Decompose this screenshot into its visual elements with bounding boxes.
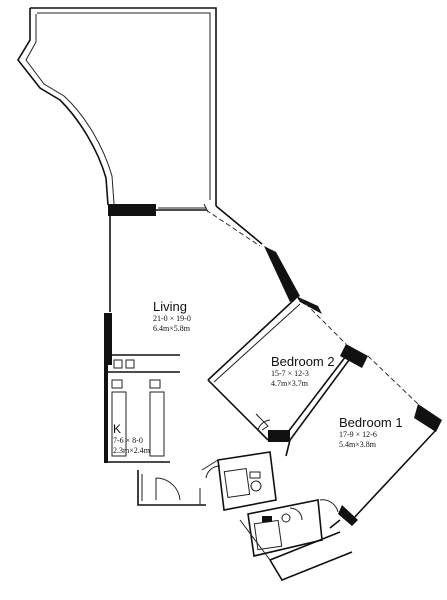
- living-room-imperial: 21-0 × 19-0: [153, 314, 191, 323]
- entry: [137, 470, 206, 506]
- balcony-door: [158, 203, 209, 213]
- living-room-name: Living: [153, 299, 187, 314]
- living-room-label: Living 21-0 × 19-0 6.4m×5.8m: [153, 299, 191, 334]
- bedroom2-walls: [207, 297, 347, 442]
- kitchen-metric: 2.3m×2.4m: [113, 446, 150, 455]
- living-walls: [109, 205, 437, 521]
- bedroom2-name: Bedroom 2: [271, 354, 335, 369]
- kitchen-name: K: [113, 422, 122, 436]
- bedroom2-label: Bedroom 2 15-7 × 12-3 4.7m×3.7m: [271, 354, 335, 389]
- living-room-metric: 6.4m×5.8m: [153, 324, 190, 333]
- balcony: [17, 7, 217, 206]
- bathroom-upper: [201, 451, 277, 511]
- bedroom1-imperial: 17-9 × 12-6: [339, 430, 377, 439]
- bedroom1-name: Bedroom 1: [339, 415, 403, 430]
- bedroom1-walls: [285, 355, 353, 529]
- bedroom2-imperial: 15-7 × 12-3: [271, 369, 309, 378]
- kitchen: [108, 354, 180, 463]
- exterior-walls: [104, 204, 442, 526]
- kitchen-label: K 7-6 × 8-0 2.3m×2.4m: [113, 422, 150, 456]
- kitchen-imperial: 7-6 × 8-0: [113, 436, 143, 445]
- bathroom-lower: [247, 499, 323, 557]
- bedroom1-metric: 5.4m×3.8m: [339, 440, 376, 449]
- bedroom1-label: Bedroom 1 17-9 × 12-6 5.4m×3.8m: [339, 415, 403, 450]
- bedroom2-metric: 4.7m×3.7m: [271, 379, 308, 388]
- closet: [239, 519, 353, 581]
